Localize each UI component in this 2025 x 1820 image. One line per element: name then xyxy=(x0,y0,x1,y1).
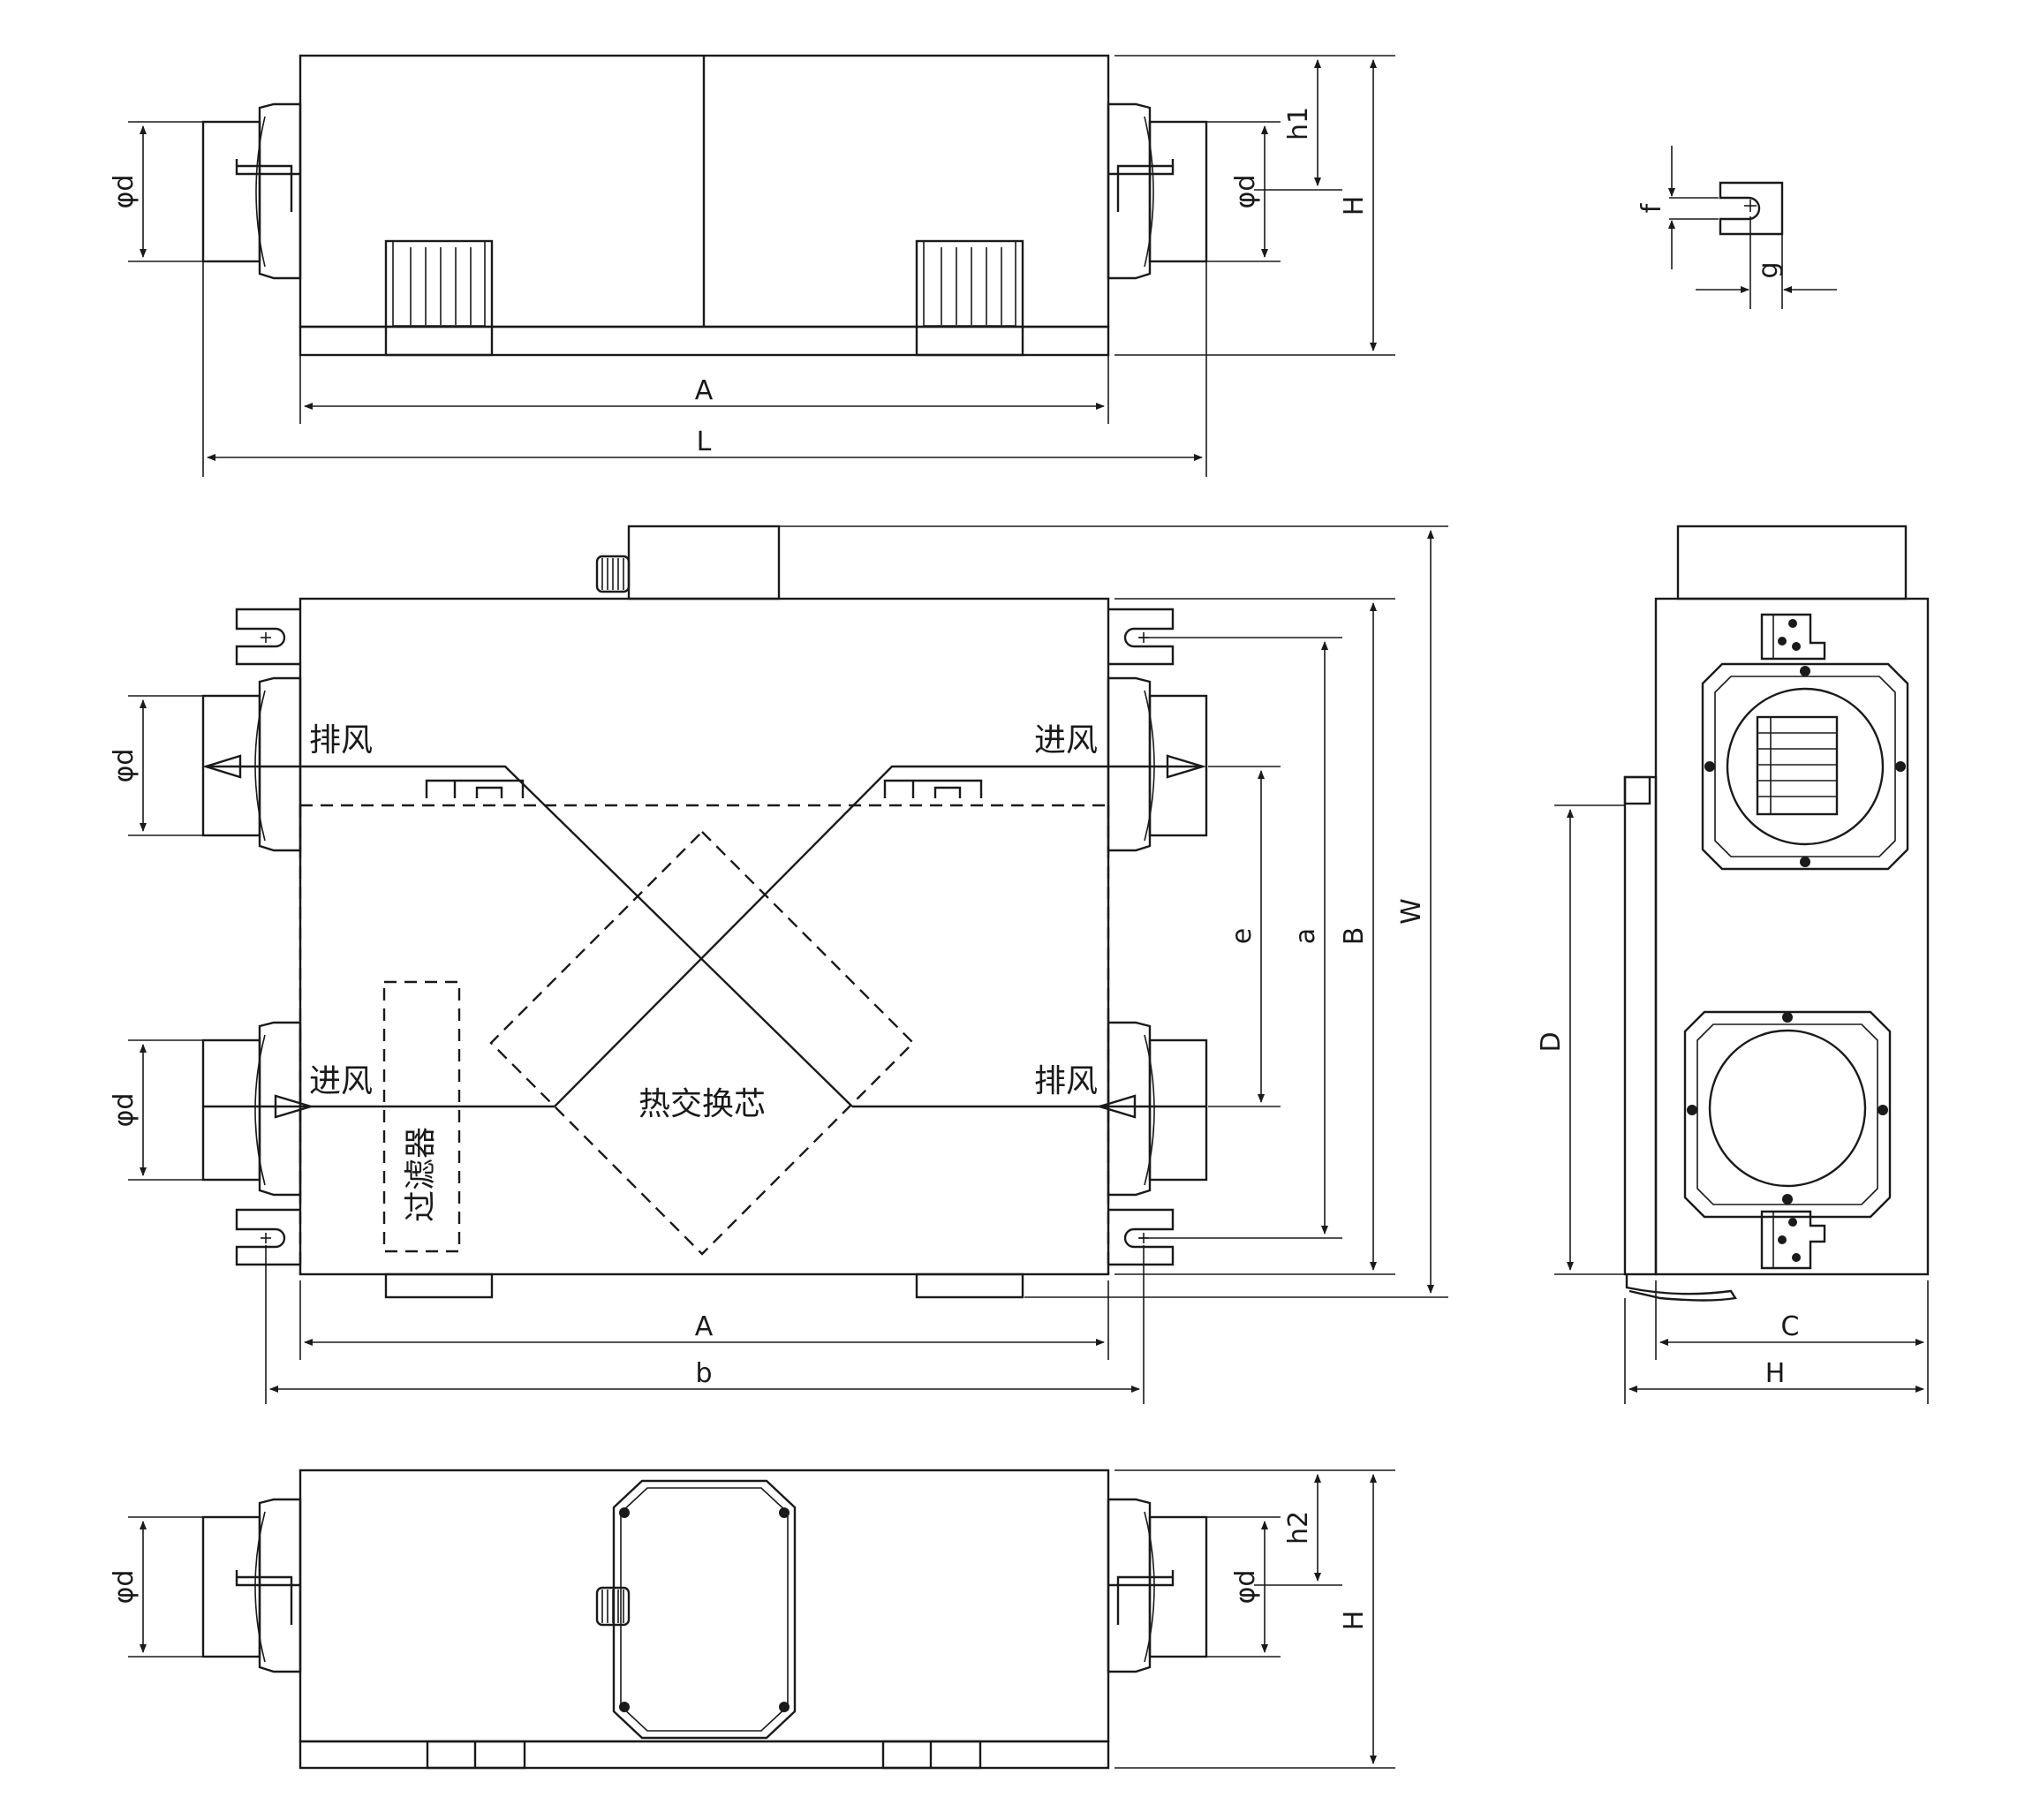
exhaust-airflow-path xyxy=(206,765,853,1107)
side-view-dim-C-label: C xyxy=(1781,1311,1800,1342)
plan-view-hanger-top-left xyxy=(235,608,300,666)
side-view-dim-H-label: H xyxy=(1765,1358,1786,1389)
bottom-view-dim-h2-label: h2 xyxy=(1283,1511,1314,1544)
side-view-hanger-top xyxy=(1760,613,1826,661)
intake-label-top-right: 进风 xyxy=(1034,722,1098,759)
intake-airflow-path xyxy=(554,765,1203,1107)
plan-view-duct-lower-right xyxy=(1107,1021,1208,1197)
top-view-bracket-left xyxy=(384,239,494,357)
bottom-view-duct-left xyxy=(201,1498,302,1673)
bottom-view-base-plate xyxy=(298,1740,1110,1770)
plan-view-dim-A-label: A xyxy=(695,1311,714,1342)
filter-outline xyxy=(382,980,461,1253)
plan-view-dim-b-label: b xyxy=(695,1358,712,1389)
bottom-view-electrical-box xyxy=(612,1479,797,1740)
exhaust-label-bottom-right: 排风 xyxy=(1034,1063,1098,1099)
detail-slot-bracket xyxy=(1719,181,1784,236)
bottom-view-body xyxy=(298,1469,1110,1743)
plan-view-duct-upper-left xyxy=(201,676,302,852)
cable-gland-icon xyxy=(595,555,631,593)
plan-view-hanger-top-right xyxy=(1108,608,1175,666)
plan-view-dim-e-label: e xyxy=(1227,928,1258,944)
side-view-dim-D-label: D xyxy=(1536,1031,1567,1052)
bottom-view-dim-d-right-label: φd xyxy=(1230,1570,1261,1605)
plan-view-dim-d-lower-label: φd xyxy=(109,1093,140,1128)
side-view-latch xyxy=(1625,1274,1737,1302)
side-view-lower-port xyxy=(1683,1010,1892,1219)
top-view-dim-A-label: A xyxy=(695,375,714,406)
intake-out-arrow-icon xyxy=(274,1094,315,1119)
exhaust-out-arrow-icon xyxy=(201,754,242,779)
plan-view-hanger-bottom-left xyxy=(235,1208,300,1266)
bottom-view-dim-H-label: H xyxy=(1339,1611,1370,1631)
top-view-dim-d-left-label: φd xyxy=(109,175,140,209)
bottom-view-dim-d-left-label: φd xyxy=(109,1570,140,1605)
intake-in-arrow-icon xyxy=(1166,754,1207,779)
plan-view-duct-lower-left xyxy=(201,1021,302,1197)
plan-view-duct-upper-right xyxy=(1107,676,1208,852)
top-view: A L φd φd h1 H xyxy=(109,54,1395,477)
top-view-dim-d-right-label: φd xyxy=(1230,175,1261,209)
top-view-base-plate xyxy=(298,325,1110,357)
exhaust-in-arrow-icon xyxy=(1095,1094,1137,1119)
detail-dim-g-label: g xyxy=(1753,261,1784,278)
top-view-bracket-right xyxy=(915,239,1024,357)
detail-dim-f-label: f xyxy=(1636,202,1667,213)
side-view-door-panel xyxy=(1623,775,1658,1276)
plan-view-dim-W-label: W xyxy=(1396,898,1427,925)
top-view-duct-left xyxy=(201,102,302,280)
side-view-electrical-box xyxy=(1676,525,1908,600)
bottom-view-duct-right xyxy=(1107,1498,1208,1673)
detail-view: f g xyxy=(1636,146,1837,309)
plan-view-dim-d-upper-label: φd xyxy=(109,749,140,783)
bottom-view-cable-gland-icon xyxy=(595,1586,631,1627)
plan-view-dim-B-label: B xyxy=(1339,927,1370,946)
top-view-dim-H-label: H xyxy=(1339,196,1370,216)
plan-view-electrical-box xyxy=(627,525,781,600)
top-view-dim-L-label: L xyxy=(697,427,712,457)
plan-view-hanger-bottom-right xyxy=(1108,1208,1175,1266)
intake-label-bottom-left: 进风 xyxy=(309,1063,373,1099)
side-view-upper-port xyxy=(1701,662,1909,871)
filter-label: 过滤器 xyxy=(403,1127,439,1222)
top-view-duct-right xyxy=(1107,102,1208,280)
heat-exchanger-core xyxy=(489,830,915,1256)
plan-view: 排风 进风 进风 排风 热交换芯 过滤器 φd φd e xyxy=(109,525,1448,1404)
side-view: D C H xyxy=(1536,525,1930,1404)
heat-exchanger-label: 热交换芯 xyxy=(638,1086,766,1122)
bottom-view: φd φd h2 H xyxy=(109,1469,1395,1770)
exhaust-label-top-left: 排风 xyxy=(309,722,373,759)
top-view-dim-h1-label: h1 xyxy=(1283,107,1314,140)
side-view-hanger-bottom xyxy=(1760,1210,1826,1270)
plan-view-dim-a-label: a xyxy=(1290,928,1321,944)
